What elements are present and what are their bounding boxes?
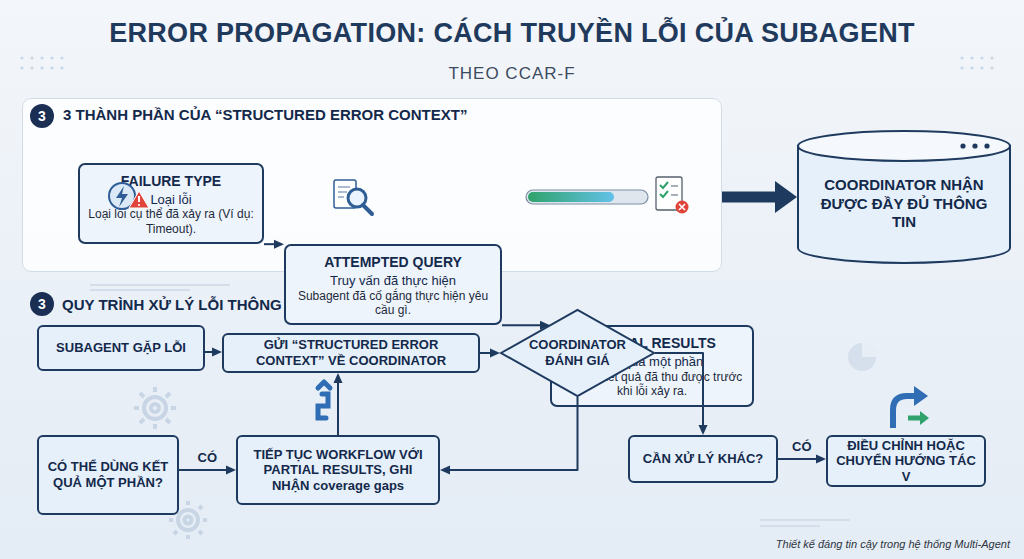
connector-line [337,382,339,435]
connector-line [179,469,227,471]
node-text: GỬI “STRUCTURED ERROR CONTEXT” VỀ COORDI… [232,337,470,368]
loop-arrow-icon [318,382,330,418]
component-card: FAILURE TYPE Loại lỗiLoại lỗi cụ thể đã x… [78,163,264,244]
connector [722,181,797,213]
description: Subagent đã cố gắng thực hiện yêu cầu gì… [294,289,492,318]
redirect-arrow-icon [893,386,929,428]
node-text: SUBAGENT GẶP LỖI [56,340,186,356]
node-text: CẦN XỬ LÝ KHÁC? [643,451,764,467]
cylinder-dot [960,143,965,148]
node-text: 3 [38,296,46,313]
connector-line [205,351,213,353]
callout-number: 3 [30,292,54,316]
arrow-head [699,425,708,435]
connector [480,349,500,358]
component-card: ATTEMPTED QUERY Truy vấn đã thực hiệnSuba… [284,244,502,325]
node-text: TIẾP TỤC WORKFLOW VỚI PARTIAL RESULTS, G… [246,447,430,494]
connector [778,455,826,464]
pie-icon [848,343,876,371]
node-text: COORDINATOR ĐÁNH GIÁ [522,337,633,368]
arrow-head [816,455,826,464]
edge-label: CÓ [792,439,812,454]
cylinder-body [798,145,1010,263]
connector [205,348,222,357]
process-box: TIẾP TỤC WORKFLOW VỚI PARTIAL RESULTS, G… [236,435,440,505]
subtitle: THEO CCAR-F [0,64,1024,84]
arrow-head [212,348,222,357]
decision-box: CẦN XỬ LÝ KHÁC? [628,435,778,483]
subheading: Truy vấn đã thực hiện [330,273,456,289]
section-panel: 3 THÀNH PHẦN CỦA “STRUCTURED ERROR CONTE… [22,98,722,272]
callout-number: 3 [30,104,54,128]
cylinder-dot [972,143,977,148]
heading: ATTEMPTED QUERY [324,254,462,271]
subheading: Loại lỗi [150,192,191,208]
connector-line [502,324,541,326]
diamond-shape [501,310,654,396]
edge-label: CÓ [198,450,218,465]
coordinator-cylinder: COORDINATOR NHẬN ĐƯỢC ĐẦY ĐỦ THÔNG TIN [797,130,1011,264]
connector-line [778,458,817,460]
node-text: 3 THÀNH PHẦN CỦA “STRUCTURED ERROR CONTE… [63,106,467,124]
connector [179,466,236,475]
heading: FAILURE TYPE [121,173,221,190]
connector-line [480,352,491,354]
node-text: 3 [38,108,46,125]
node-text: CÓ THỂ DÙNG KẾT QUẢ MỘT PHẦN? [47,459,169,490]
arrow-head [226,466,236,475]
arrow-head [775,181,797,213]
cylinder-dot [984,143,989,148]
description: Loại lỗi cụ thể đã xảy ra (Ví dụ: Timeou… [88,207,254,236]
process-box: ĐIỀU CHỈNH HOẶC CHUYỂN HƯỚNG TÁC V [826,435,986,487]
node-text: ĐIỀU CHỈNH HOẶC CHUYỂN HƯỚNG TÁC V [836,438,976,485]
connector-line [722,192,776,203]
connector-line [449,397,578,470]
caption: Thiết kế đáng tin cậy trong hệ thống Mul… [776,538,1010,550]
arrow-head [440,466,450,475]
node-text: COORDINATOR NHẬN ĐƯỢC ĐẦY ĐỦ THÔNG TIN [813,176,995,232]
arrow-head [490,349,500,358]
connector [334,373,343,435]
process-box: GỬI “STRUCTURED ERROR CONTEXT” VỀ COORDI… [222,333,480,373]
arrow-head [334,373,343,383]
decision-diamond: COORDINATOR ĐÁNH GIÁ [500,309,655,397]
gear-icon [134,387,176,429]
diagram-title: ERROR PROPAGATION: CÁCH TRUYỀN LỖI CỦA S… [0,18,1024,49]
connector [440,397,578,475]
process-box: SUBAGENT GẶP LỖI [37,325,205,371]
cylinder-top [798,131,1010,161]
decision-box: CÓ THỂ DÙNG KẾT QUẢ MỘT PHẦN? [37,435,179,515]
